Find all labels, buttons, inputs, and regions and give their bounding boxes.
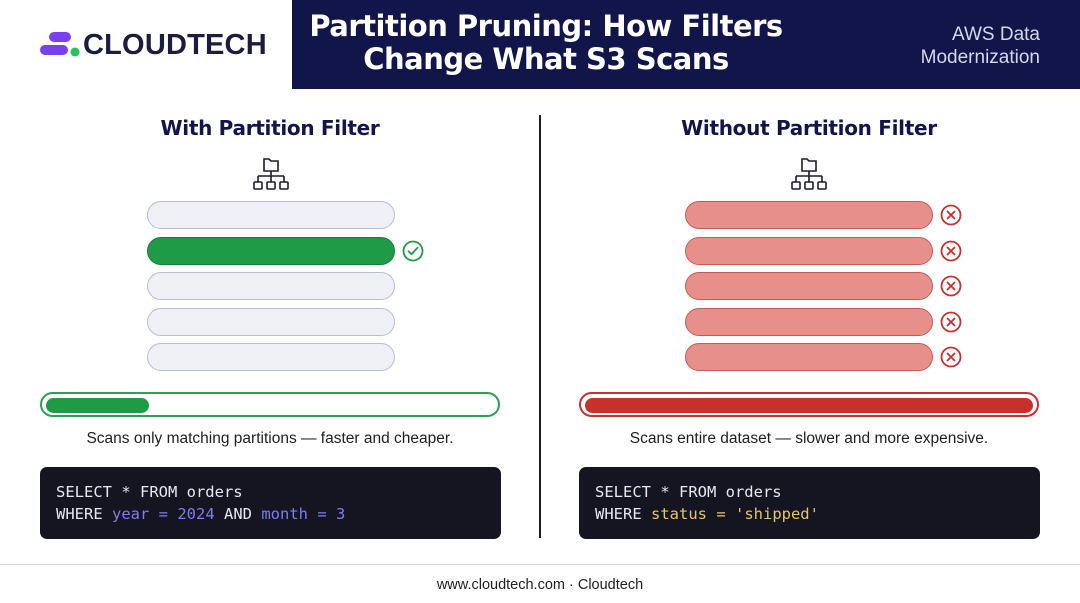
header-tagline: AWS Data Modernization <box>870 23 1040 69</box>
x-circle-icon <box>940 275 962 297</box>
footer-text: www.cloudtech.com · Cloudtech <box>436 577 644 593</box>
right-scan-bar <box>579 392 1039 417</box>
left-partition-bar <box>147 307 395 336</box>
right-partition-bar <box>685 307 933 336</box>
page-title: Partition Pruning: How Filters Change Wh… <box>292 10 800 76</box>
right-partition-bar <box>685 343 933 371</box>
x-circle-icon <box>940 204 962 226</box>
header-band <box>292 0 1080 89</box>
header-tagline-line-1: AWS Data <box>952 24 1040 45</box>
right-partition-list <box>685 201 985 373</box>
left-caption: Scans only matching partitions — faster … <box>86 430 454 447</box>
left-partition-bar <box>147 236 395 265</box>
right-panel-title: Without Partition Filter <box>681 116 937 140</box>
left-code-block: SELECT * FROM orders WHERE year = 2024 A… <box>40 467 501 539</box>
left-partition-bar <box>147 201 395 229</box>
folder-tree-icon <box>791 158 827 190</box>
right-code-where: WHERE <box>595 505 651 523</box>
left-scan-bar <box>40 392 500 417</box>
x-circle-icon <box>940 346 962 368</box>
right-partition-bar <box>685 272 933 300</box>
header-tagline-line-2: Modernization <box>920 47 1040 68</box>
right-caption: Scans entire dataset — slower and more e… <box>629 430 989 447</box>
right-code-status: status = 'shipped' <box>651 505 819 523</box>
left-partition-bar <box>147 272 395 300</box>
x-circle-icon <box>940 240 962 261</box>
left-scan-fill <box>46 398 149 413</box>
check-circle-icon <box>402 240 424 261</box>
right-partition-bar <box>685 201 933 229</box>
page-title-line-1: Partition Pruning: How Filters <box>309 9 783 43</box>
brand-area: CLOUDTECH <box>0 0 292 89</box>
brand-name: CLOUDTECH <box>83 29 267 61</box>
left-code-line-1: SELECT * FROM orders <box>56 483 243 501</box>
right-code-block: SELECT * FROM orders WHERE status = 'shi… <box>579 467 1040 539</box>
left-panel-title: With Partition Filter <box>160 116 380 140</box>
x-circle-icon <box>940 311 962 332</box>
left-code-where: WHERE <box>56 505 112 523</box>
right-code-line-1: SELECT * FROM orders <box>595 483 782 501</box>
left-partition-bar <box>147 343 395 371</box>
left-partition-list <box>147 201 447 373</box>
page-title-line-2: Change What S3 Scans <box>363 42 729 76</box>
left-code-and: AND <box>214 505 262 523</box>
right-scan-fill <box>585 398 1033 413</box>
left-code-month: month = 3 <box>261 505 346 523</box>
right-partition-bar <box>685 236 933 265</box>
footer-divider <box>0 564 1080 565</box>
left-code-year: year = 2024 <box>112 505 215 523</box>
cloudtech-logo-icon <box>40 32 80 57</box>
folder-tree-icon <box>253 158 289 190</box>
panel-divider <box>539 115 541 538</box>
